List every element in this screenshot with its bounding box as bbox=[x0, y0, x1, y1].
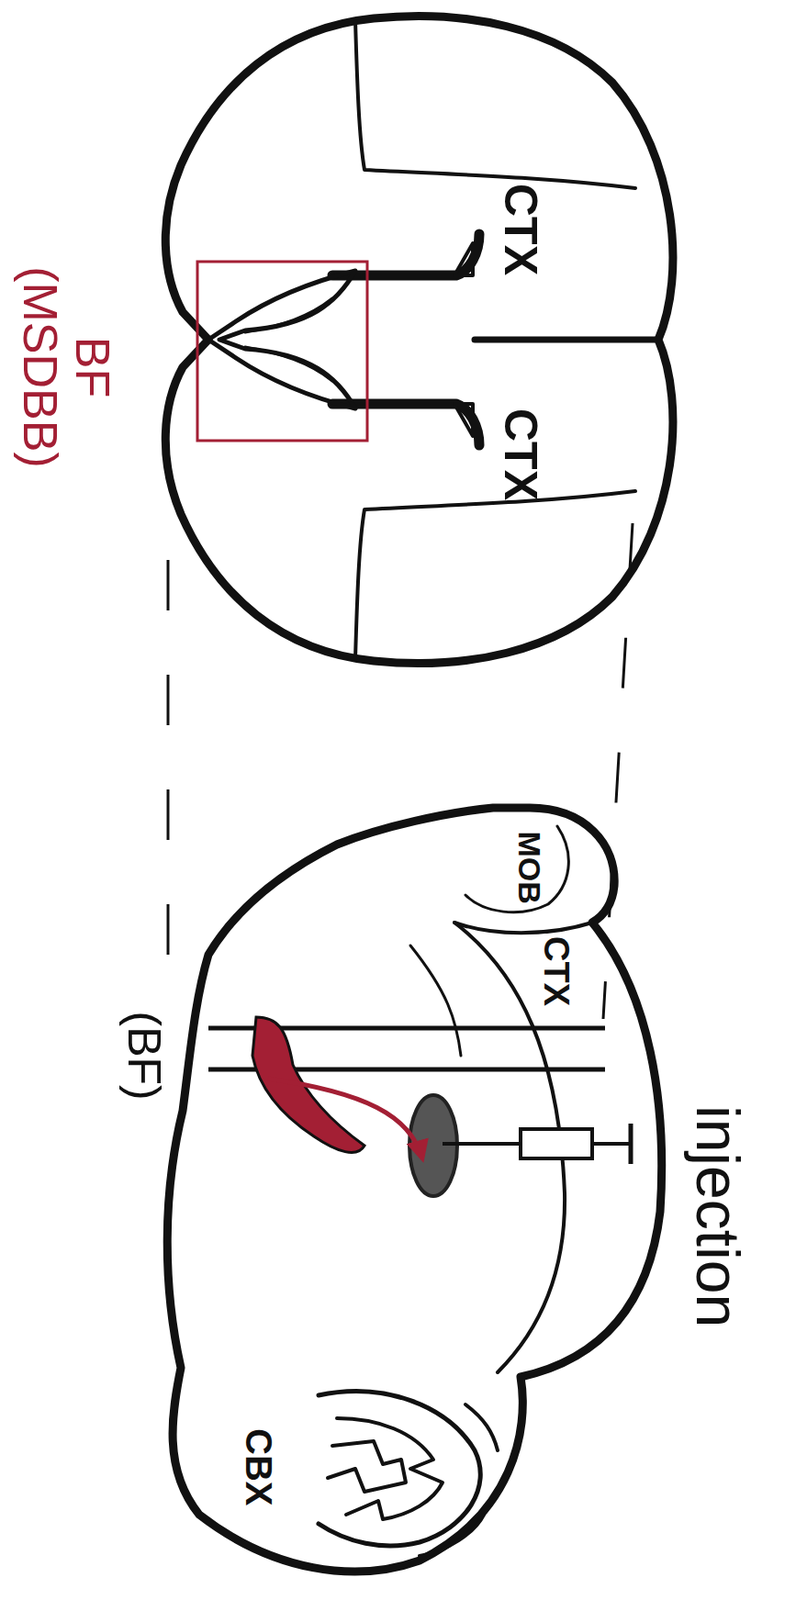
region-label: MOB bbox=[512, 831, 547, 905]
region-label: (BF) bbox=[119, 1011, 170, 1101]
septal-outline bbox=[208, 270, 356, 409]
lateral-ventricle bbox=[454, 403, 473, 437]
cerebellum-folia bbox=[318, 1391, 481, 1547]
midline-fissure bbox=[474, 336, 659, 344]
cortex-boundary bbox=[355, 20, 636, 189]
syringe-needle bbox=[442, 1142, 521, 1146]
bulb-inner bbox=[465, 826, 569, 913]
syringe-barrel bbox=[520, 1129, 593, 1159]
region-label: injection bbox=[684, 1105, 752, 1328]
lateral-ventricle bbox=[454, 243, 473, 276]
dashed-guide bbox=[167, 560, 170, 992]
septal-inner bbox=[245, 298, 333, 333]
septal-inner bbox=[245, 347, 333, 382]
cerebellum-folia bbox=[419, 1404, 498, 1557]
syringe-plunger bbox=[592, 1142, 631, 1146]
cerebellum-folia bbox=[327, 1441, 406, 1492]
cortex-inner bbox=[410, 945, 461, 1056]
cortex-boundary bbox=[355, 491, 636, 660]
region-label: CBX bbox=[238, 1428, 280, 1506]
syringe-handle bbox=[628, 1123, 634, 1165]
region-label: BF (MSDBB) bbox=[13, 243, 119, 492]
coronal-outline bbox=[165, 16, 673, 664]
projection-arrow bbox=[268, 1078, 423, 1159]
bulb-boundary bbox=[454, 922, 593, 933]
sagittal-outline bbox=[167, 807, 662, 1572]
region-label: CTX bbox=[495, 408, 547, 501]
region-label: CTX bbox=[536, 936, 575, 1007]
region-label: CTX bbox=[495, 183, 547, 276]
bf-region-box bbox=[197, 261, 368, 441]
